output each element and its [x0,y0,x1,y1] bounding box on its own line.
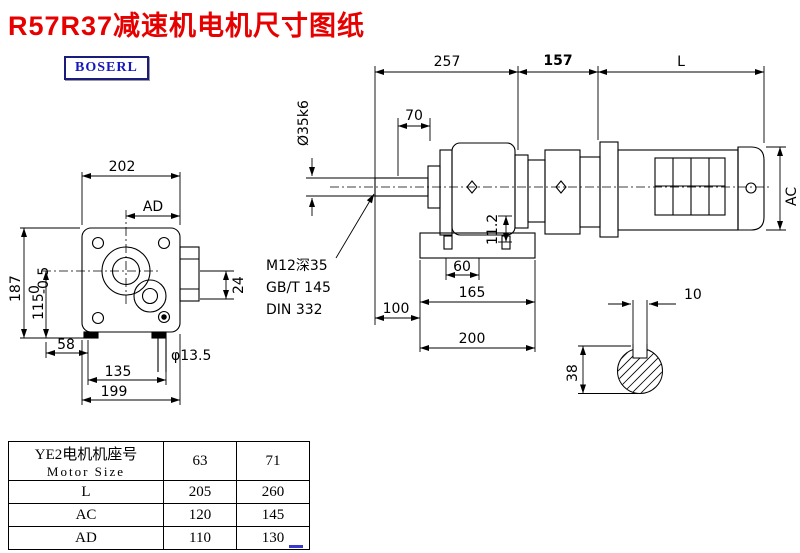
dim-200-label: 200 [459,331,486,347]
motor-flange [599,141,619,238]
tap-thread-label: M12深35 [266,258,328,274]
svg-text:0: 0 [27,285,43,294]
dim-10-label: 10 [684,287,702,303]
header-label-cn: YE2电机机座号 [34,446,138,463]
table-row-L: L 205 260 [8,480,310,504]
mounting-base [419,232,536,259]
dim-ad-label: AD [143,199,163,215]
stage2-flange-ring [514,154,529,229]
front-dimensions: 202 AD 187 115 0 -0.5 24 58 135 [8,159,247,405]
table-row-AD: AD 110 130 [8,526,310,550]
side-flange [179,246,200,302]
motor-adapter [579,156,601,228]
table-header-row: YE2电机机座号 Motor Size 63 71 [8,441,310,481]
dim-157-label: 157 [543,53,572,69]
dim-115-label: 115 0 -0.5 [27,267,52,320]
dim-100-label: 100 [383,301,410,317]
svg-text:115: 115 [31,293,47,320]
row-value: 145 [236,503,310,527]
oil-plug-symbol [555,180,567,194]
motor-size-table: YE2电机机座号 Motor Size 63 71 L 205 260 AC 1… [8,441,310,550]
bolt-hole-center [161,314,167,320]
dim-38-label: 38 [565,364,581,382]
foot-pad [83,331,99,339]
foot-pad [151,331,167,339]
svg-text:-0.5: -0.5 [36,267,52,294]
header-size-71: 71 [236,441,310,481]
dim-ac-label: AC [784,187,800,206]
bolt-hole [157,310,171,324]
brand-logo: BOSERL [64,56,149,80]
dim-135-label: 135 [105,364,132,380]
fan-hub [745,182,757,194]
bolt-hole [91,311,105,325]
dim-hole-dia-label: φ13.5 [171,348,211,364]
tap-din-label: DIN 332 [266,302,323,318]
table-header-label: YE2电机机座号 Motor Size [8,441,164,481]
dim-165-label: 165 [459,285,486,301]
dim-187-label: 187 [8,275,24,302]
dim-shaft-dia-label: Ø35k6 [296,100,312,146]
table-row-AC: AC 120 145 [8,503,310,527]
header-label-en: Motor Size [46,463,126,479]
page-title: R57R37减速机电机尺寸图纸 [8,11,366,41]
fan-cover [737,146,765,231]
output-bore-outer [101,246,151,296]
front-view [42,210,200,372]
oil-plug-symbol [466,180,478,194]
stray-mark [289,545,303,548]
row-value: 130 [236,526,310,550]
header-size-63: 63 [163,441,237,481]
row-label: L [8,480,164,504]
dim-199-label: 199 [101,384,128,400]
row-label: AC [8,503,164,527]
section-hatching [618,349,662,393]
dim-202-label: 202 [109,159,136,175]
row-value: 260 [236,480,310,504]
tap-standard-label: GB/T 145 [266,280,331,296]
dim-24-label: 24 [231,276,247,294]
bolt-hole [157,236,171,250]
dim-60-label: 60 [453,259,471,275]
row-label: AD [8,526,164,550]
dim-257-label: 257 [434,54,461,70]
row-value: 205 [163,480,237,504]
motor-body [617,149,739,231]
bolt-hole [91,236,105,250]
row-value: 110 [163,526,237,550]
dim-70-label: 70 [405,108,423,124]
base-bolt-hole [443,235,453,250]
side-dimensions: 257 157 L 70 Ø35k6 AC 60 165 100 [266,53,800,352]
secondary-bore-inner [141,287,159,305]
dim-11-2-label: 11.2 [485,214,501,245]
secondary-bore-outer [133,279,167,313]
dim-58-label: 58 [57,337,75,353]
dim-L-label: L [677,54,685,70]
shaft-key-section: 10 38 [565,287,702,394]
keyway-slot [632,344,648,359]
housing-front-flange [439,149,453,236]
row-value: 120 [163,503,237,527]
stage2-ring [527,159,546,223]
side-view [330,141,772,259]
